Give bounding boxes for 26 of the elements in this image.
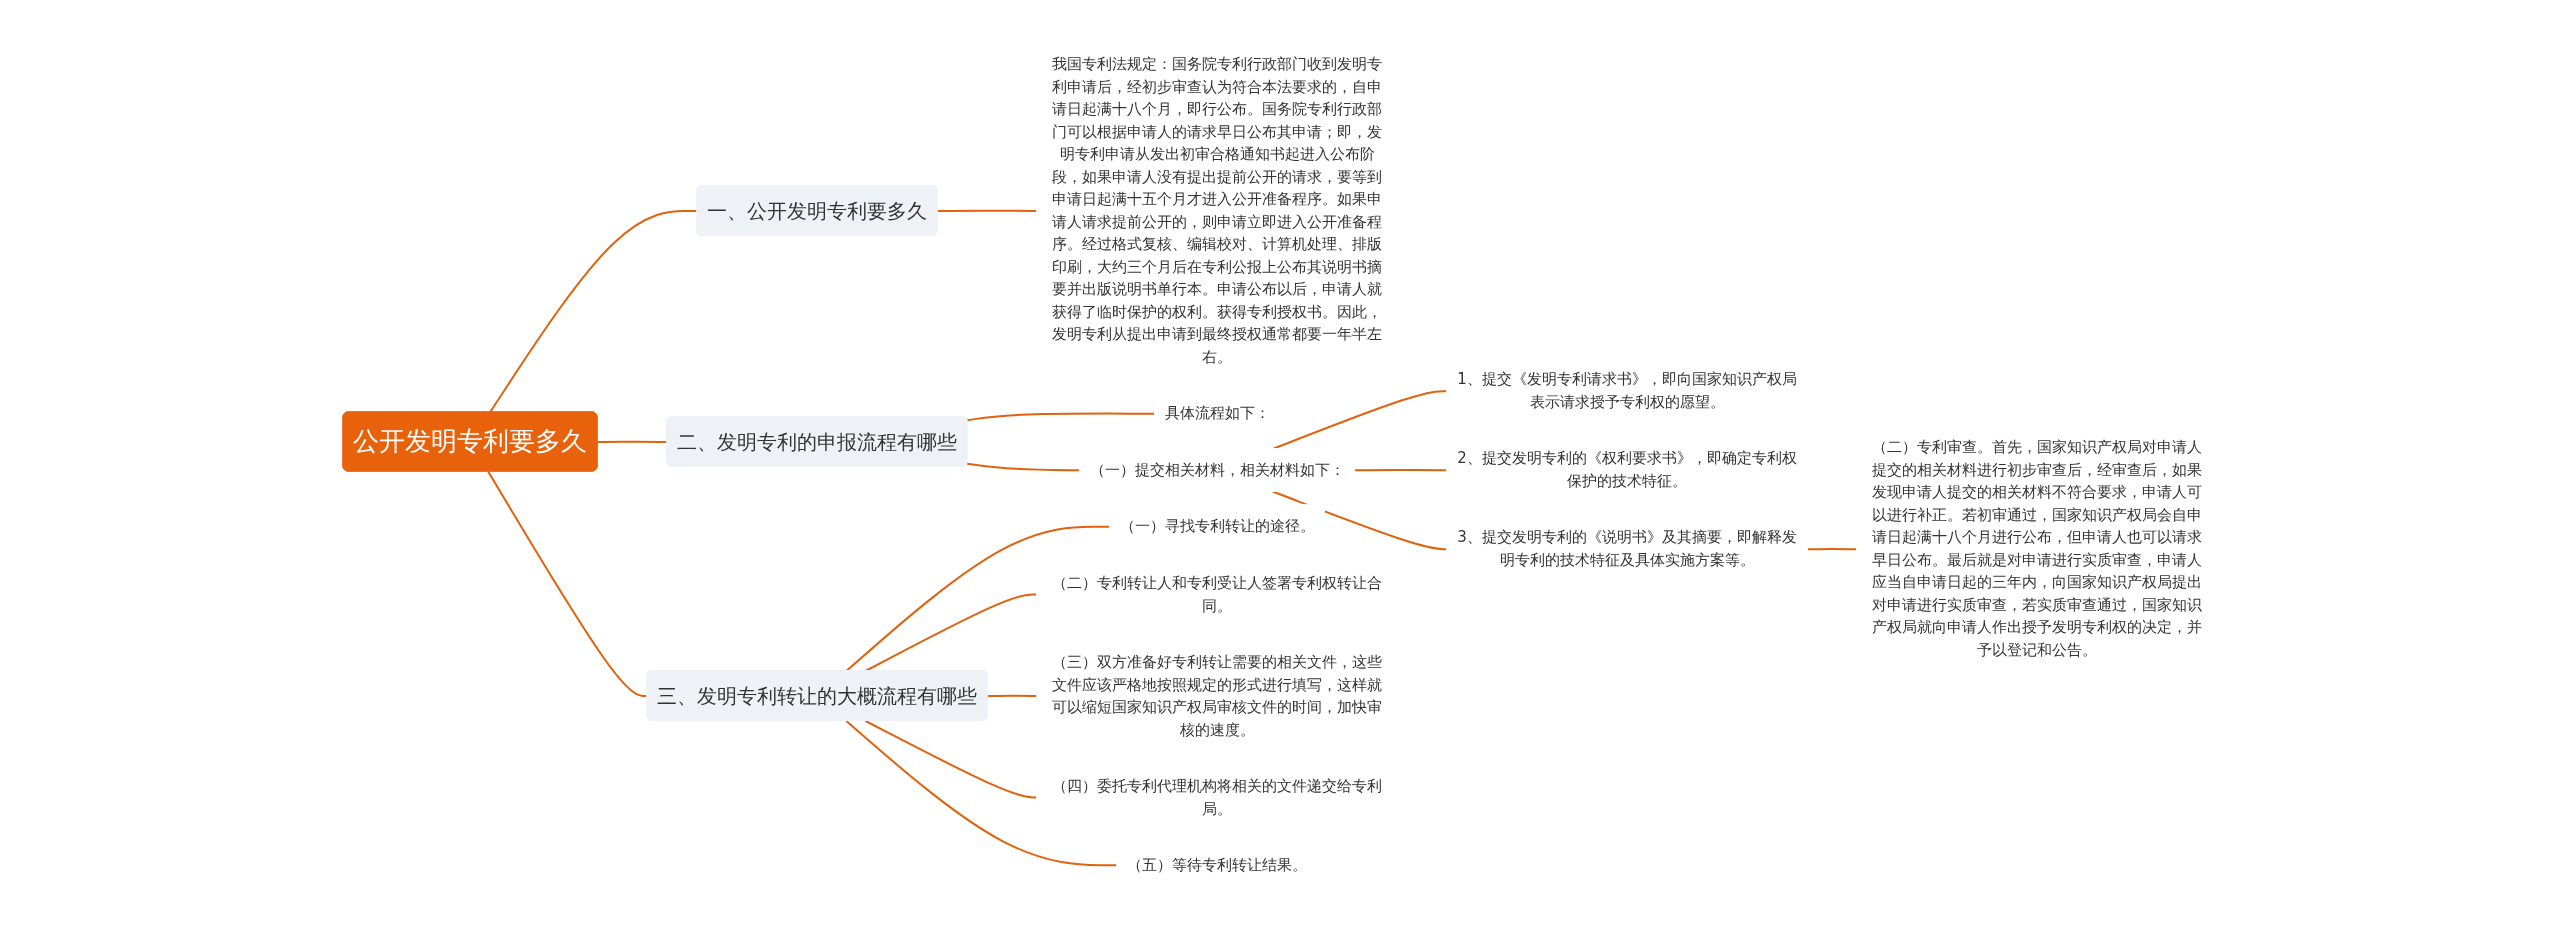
node-text: 3、提交发明专利的《说明书》及其摘要，即解释发明专利的技术特征及具体实施方案等。 (1457, 527, 1797, 569)
node-text: 我国专利法规定：国务院专利行政部门收到发明专利申请后，经初步审查认为符合本法要求的，自申请日起满十八个月，即行公布。国务院专利行政部门可以根据申请人的请求早日公布其申请；即，发明专利申请从发出初审合格通知书起进入公布阶段，如果申请人没有提出提前公开的请求，要等到申请日起满十五个月才进入公开准备程序。如果申请人请求提前公开的，则申请立即进入公开准备程序。经过格式复核、编辑校对、计算机处理、排版印刷，大约三个月后在专利公报上公布其说明书摘要并出版说明书单行本。申请公布以后，申请人就获得了临时保护的权利。获得专利授权书。因此，发明专利从提出申请到最终授权通常都要一年半左右。 (1052, 54, 1382, 365)
node-text: （五）等待专利转让结果。 (1127, 855, 1307, 873)
node-text: （二）专利转让人和专利受让人签署专利权转让合同。 (1052, 573, 1382, 614)
connector (864, 719, 1039, 798)
node-text: 具体流程如下： (1164, 403, 1270, 422)
connector (936, 209, 1039, 212)
connector (986, 694, 1039, 697)
connector (845, 525, 1111, 672)
connector (966, 462, 1081, 471)
node-text: （一）寻找专利转让的途径。 (1119, 516, 1315, 535)
connector (596, 440, 669, 443)
node-text: （二）专利审查。首先，国家知识产权局对申请人提交的相关材料进行初步审查后，经审查后，如果发现申请人提交的相关材料不符合要求，申请人可以进行补正。若初审通过，国家知识产权局会自申请日起满十八个月进行公布，但申请人也可以请求早日公布。最后就是对申请进行实质审查，申请人应当自申请日起的三年内，向国家知识产权局提出对申请进行实质审查，若实质审查通过，国家知识产权局就向申请人作出授予发明专利权的决定，并予以登记和公告。 (1872, 437, 2202, 659)
connector (966, 412, 1156, 421)
connector (845, 719, 1119, 866)
connector (1354, 468, 1449, 471)
connector (488, 209, 699, 413)
node-text: 2、提交发明专利的《权利要求书》，即确定专利权保护的技术特征。 (1457, 448, 1797, 490)
connector (1271, 490, 1449, 550)
connector (1806, 547, 1859, 550)
node-text: 1、提交《发明专利请求书》，即向国家知识产权局表示请求授予专利权的愿望。 (1457, 369, 1797, 411)
node-text: （三）双方准备好专利转让需要的相关文件，这些文件应该严格地按照规定的形式进行填写，这样就可以缩短国家知识产权局审核文件的时间，加快审核的速度。 (1052, 652, 1382, 738)
connector (487, 470, 649, 697)
node-text: （四）委托专利代理机构将相关的文件递交给专利局。 (1052, 776, 1382, 817)
connector (864, 592, 1039, 672)
node-text: （一）提交相关材料，相关材料如下： (1089, 460, 1345, 478)
